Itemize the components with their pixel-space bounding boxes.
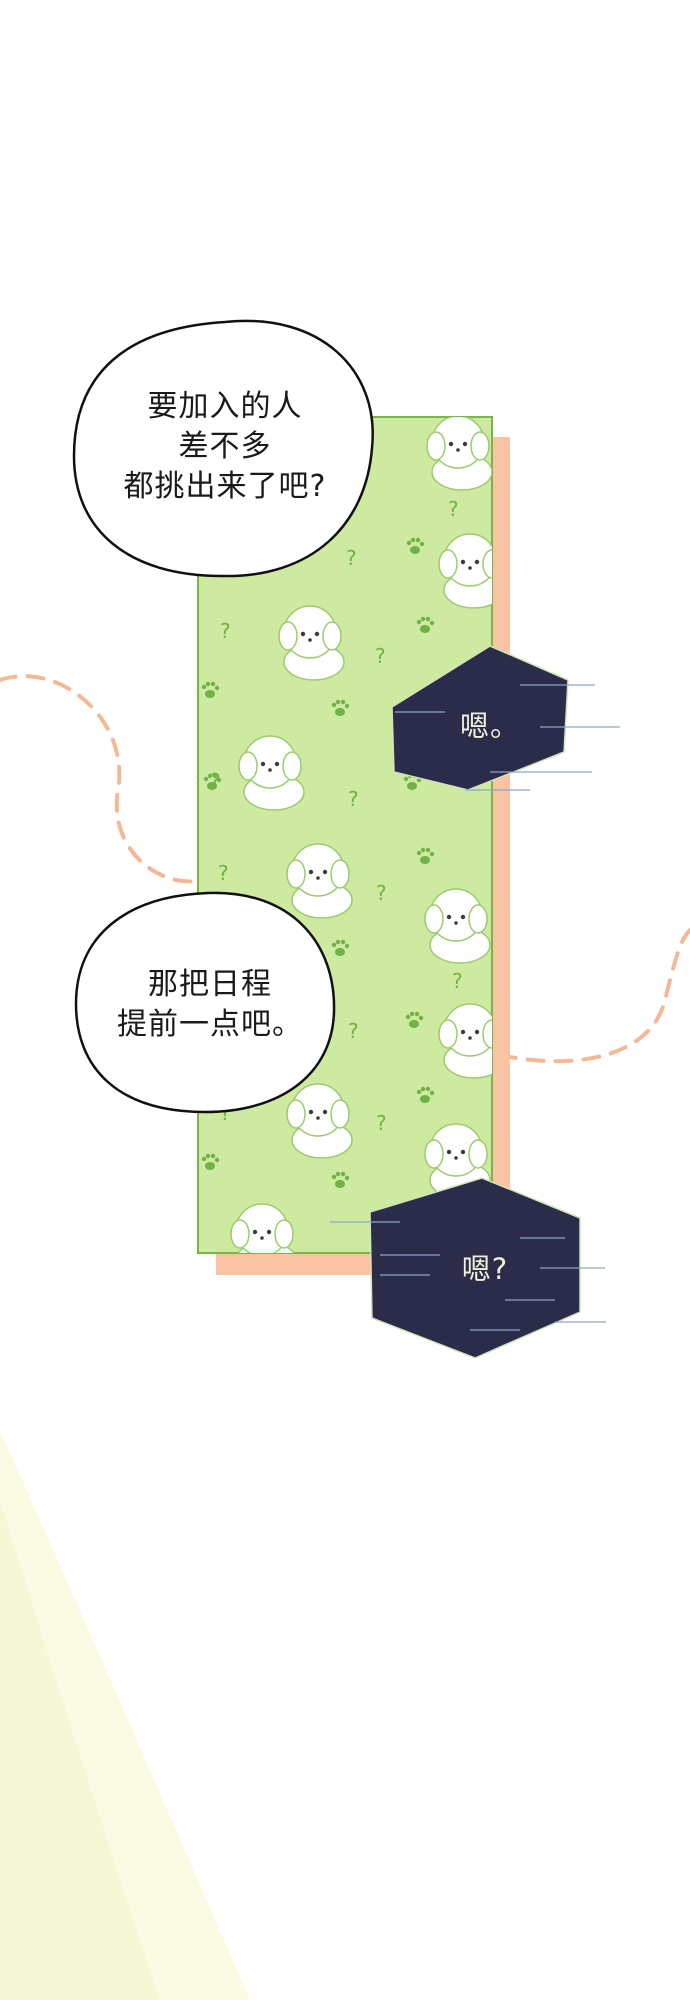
question-mark-icon: ?: [448, 497, 459, 521]
motion-streaks: [330, 684, 620, 1331]
puppy-icon: [426, 417, 492, 491]
reply-2: 嗯?: [461, 1252, 509, 1286]
paw-icon: [203, 773, 222, 790]
question-mark-icon: ?: [376, 1111, 387, 1135]
reply-1: 嗯。: [459, 709, 520, 743]
paw-icon: [331, 699, 350, 716]
paw-icon: [406, 537, 425, 554]
paw-icon: [416, 1086, 435, 1103]
puppy-icon: [438, 1003, 492, 1079]
question-mark-icon: ?: [348, 787, 359, 811]
dialogue-2: 那把日程 提前一点吧。: [117, 967, 303, 1042]
puppy-icon: [238, 735, 305, 811]
puppy-icon: [286, 843, 353, 919]
question-mark-icon: ?: [376, 881, 387, 905]
question-mark-icon: ?: [346, 546, 357, 570]
question-mark-icon: ?: [220, 1101, 231, 1125]
speech-bubble-2: [74, 891, 336, 1114]
paw-icon: [201, 1153, 220, 1170]
puppy-icon: [278, 605, 345, 681]
speech-bubble-1: [72, 319, 374, 578]
hex-bubble-2: [369, 1177, 581, 1359]
paw-icon: [331, 1171, 350, 1188]
question-mark-icon: ?: [452, 969, 463, 993]
dashed-curve-right: [498, 928, 690, 1064]
question-mark-icon: ?: [210, 769, 221, 793]
puppy-icon: [438, 533, 492, 609]
question-mark-icon: ?: [220, 619, 231, 643]
puppy-icon: [424, 888, 491, 964]
question-mark-icon: ?: [375, 644, 386, 668]
puppy-icon: [286, 1083, 353, 1159]
paw-icon: [405, 1011, 424, 1028]
hex-bubble-1: [391, 645, 569, 791]
question-mark-icon: ?: [348, 1019, 359, 1043]
dashed-curve-left: [0, 674, 207, 884]
question-mark-icon: ?: [218, 861, 229, 885]
paw-icon: [201, 681, 220, 698]
dialogue-1: 要加入的人 差不多 都挑出来了吧?: [123, 389, 327, 504]
puppy-icon: [230, 1203, 295, 1253]
paw-icon: [416, 847, 435, 864]
paw-icon: [416, 616, 435, 633]
paw-icon: [331, 939, 350, 956]
